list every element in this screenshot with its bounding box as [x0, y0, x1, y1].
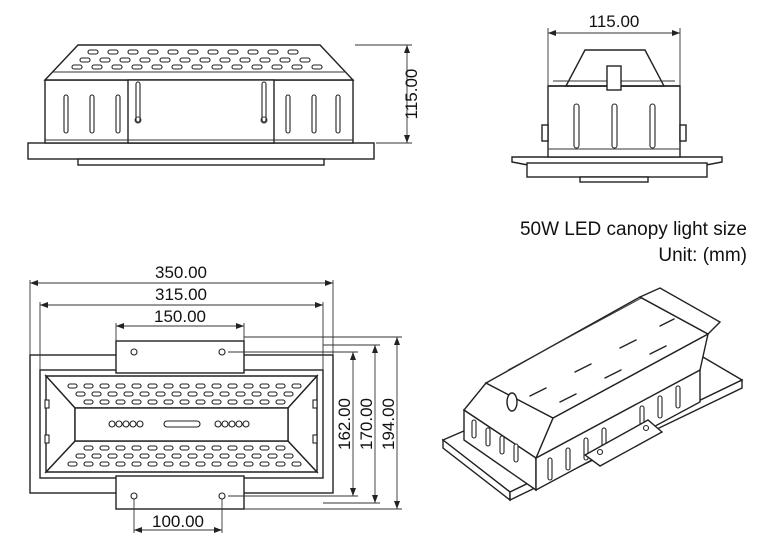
drawing-title: 50W LED canopy light size	[520, 219, 747, 240]
side-view: 115.00	[27, 44, 421, 166]
end-width-dimension: 115.00	[589, 12, 640, 31]
hole-spacing-dimension: 100.00	[152, 512, 204, 531]
top-view: 350.00 315.00 150.00 100.00 162.00 170.0…	[29, 263, 402, 533]
side-height-dimension: 115.00	[402, 69, 421, 120]
width-170-dimension: 170.00	[357, 398, 376, 450]
inner-length-dimension: 315.00	[155, 285, 207, 304]
width-162-dimension: 162.00	[335, 398, 354, 450]
isometric-view	[441, 287, 744, 502]
overall-length-dimension: 350.00	[155, 263, 207, 282]
end-view: 115.00	[511, 12, 723, 183]
width-194-dimension: 194.00	[379, 398, 398, 450]
unit-label: Unit: (mm)	[658, 245, 747, 266]
bracket-span-dimension: 150.00	[154, 307, 206, 326]
